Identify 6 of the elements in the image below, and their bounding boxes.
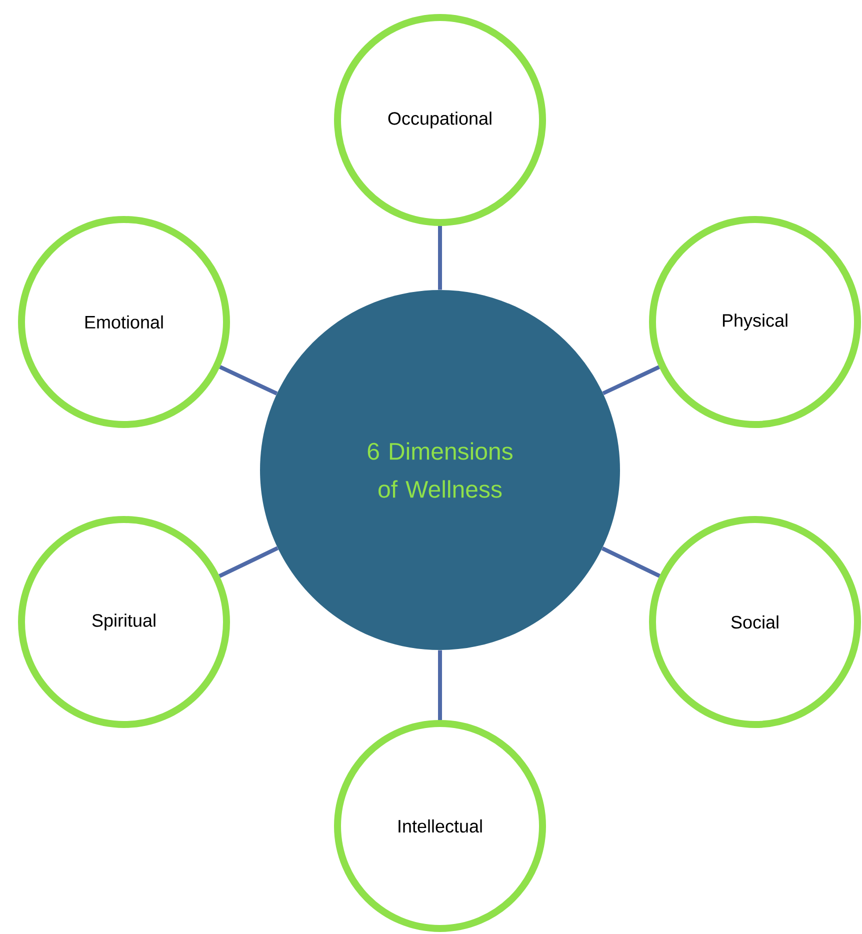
connector-line	[438, 226, 442, 290]
connector-line	[219, 365, 278, 396]
connector-line	[602, 365, 660, 396]
connector-line	[218, 546, 278, 578]
connector-line	[601, 546, 660, 578]
connector-line	[438, 650, 442, 720]
